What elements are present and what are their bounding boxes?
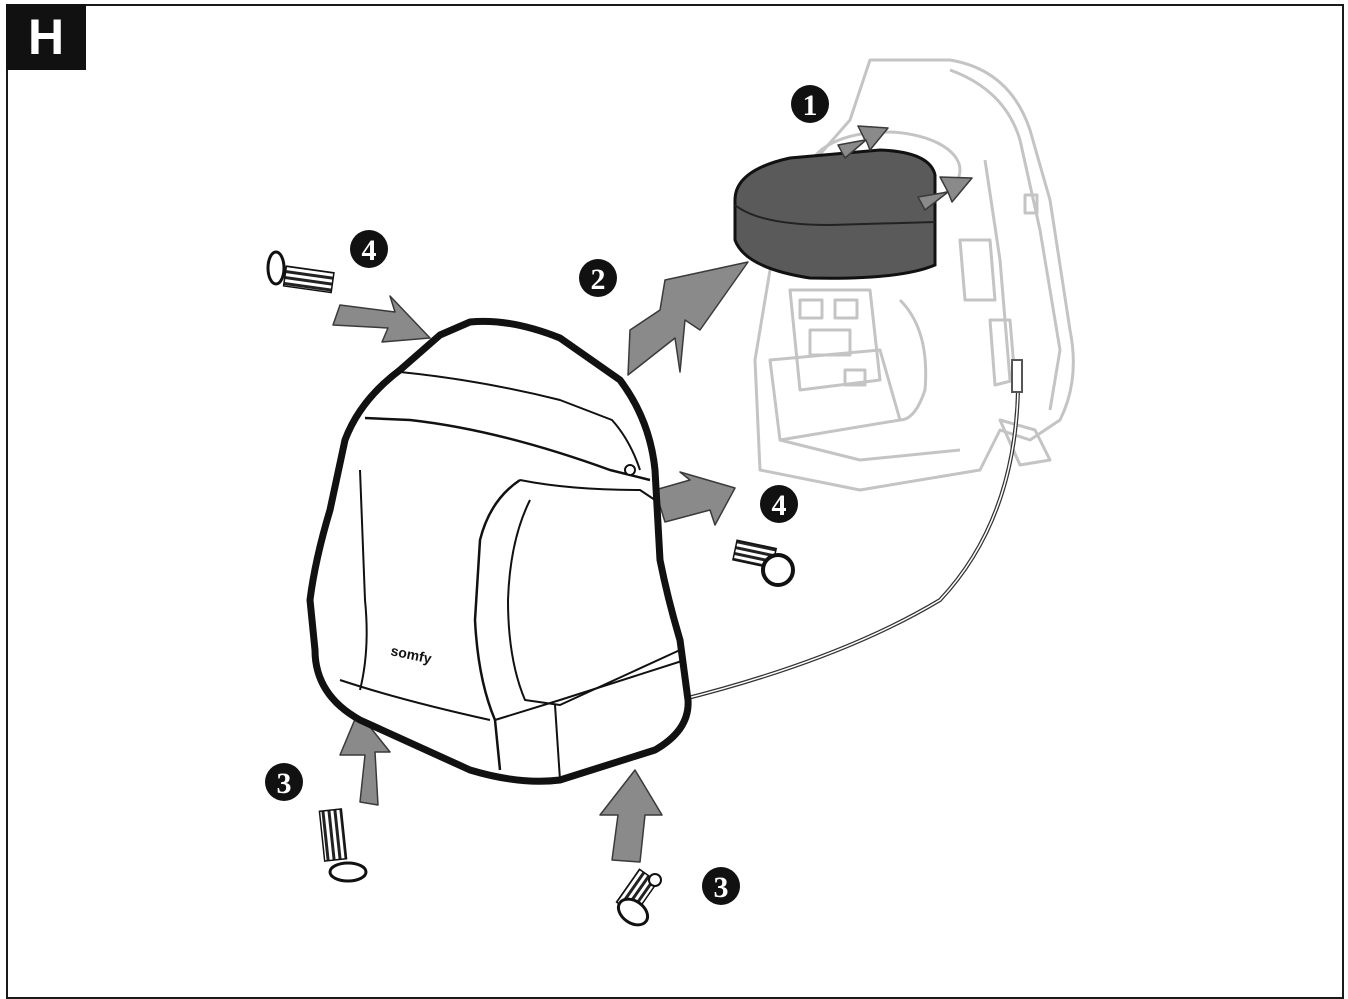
cable-connector xyxy=(1011,359,1023,393)
svg-text:4: 4 xyxy=(362,234,377,267)
svg-text:2: 2 xyxy=(591,263,606,296)
svg-text:3: 3 xyxy=(277,767,292,800)
step-number-circle-icon xyxy=(702,867,740,905)
svg-text:3: 3 xyxy=(714,871,729,904)
svg-text:4: 4 xyxy=(772,489,787,522)
svg-text:1: 1 xyxy=(803,89,818,122)
screw-bottom-left xyxy=(318,808,368,883)
step-badge: 3 xyxy=(265,763,303,801)
step-badge: 2 xyxy=(579,259,617,297)
arrow-screw-top xyxy=(332,295,431,343)
front-cover xyxy=(306,317,692,785)
cable xyxy=(679,389,1020,702)
arrow-cap-1 xyxy=(837,125,889,159)
direction-arrows xyxy=(332,125,973,863)
screw-right xyxy=(732,539,795,587)
top-cap xyxy=(733,148,937,280)
arrow-screw-side xyxy=(654,471,736,526)
step-badge: 4 xyxy=(350,230,388,268)
arrow-cap-2 xyxy=(917,176,973,211)
arrow-screw-bottom-right xyxy=(599,769,663,863)
screw-bottom-right xyxy=(615,868,662,927)
section-label: H xyxy=(6,4,86,70)
step-number-circle-icon xyxy=(579,259,617,297)
screw-top-left xyxy=(266,250,335,294)
arrow-remove-cover xyxy=(627,261,749,376)
step-number-circle-icon xyxy=(760,485,798,523)
step-number-circle-icon xyxy=(791,85,829,123)
step-number-circle-icon xyxy=(350,230,388,268)
step-badge: 1 xyxy=(791,85,829,123)
step-badge: 4 xyxy=(760,485,798,523)
step-number-circle-icon xyxy=(265,763,303,801)
step-badge: 3 xyxy=(702,867,740,905)
section-letter: H xyxy=(27,9,65,65)
arrow-screw-bottom-left xyxy=(339,711,391,806)
